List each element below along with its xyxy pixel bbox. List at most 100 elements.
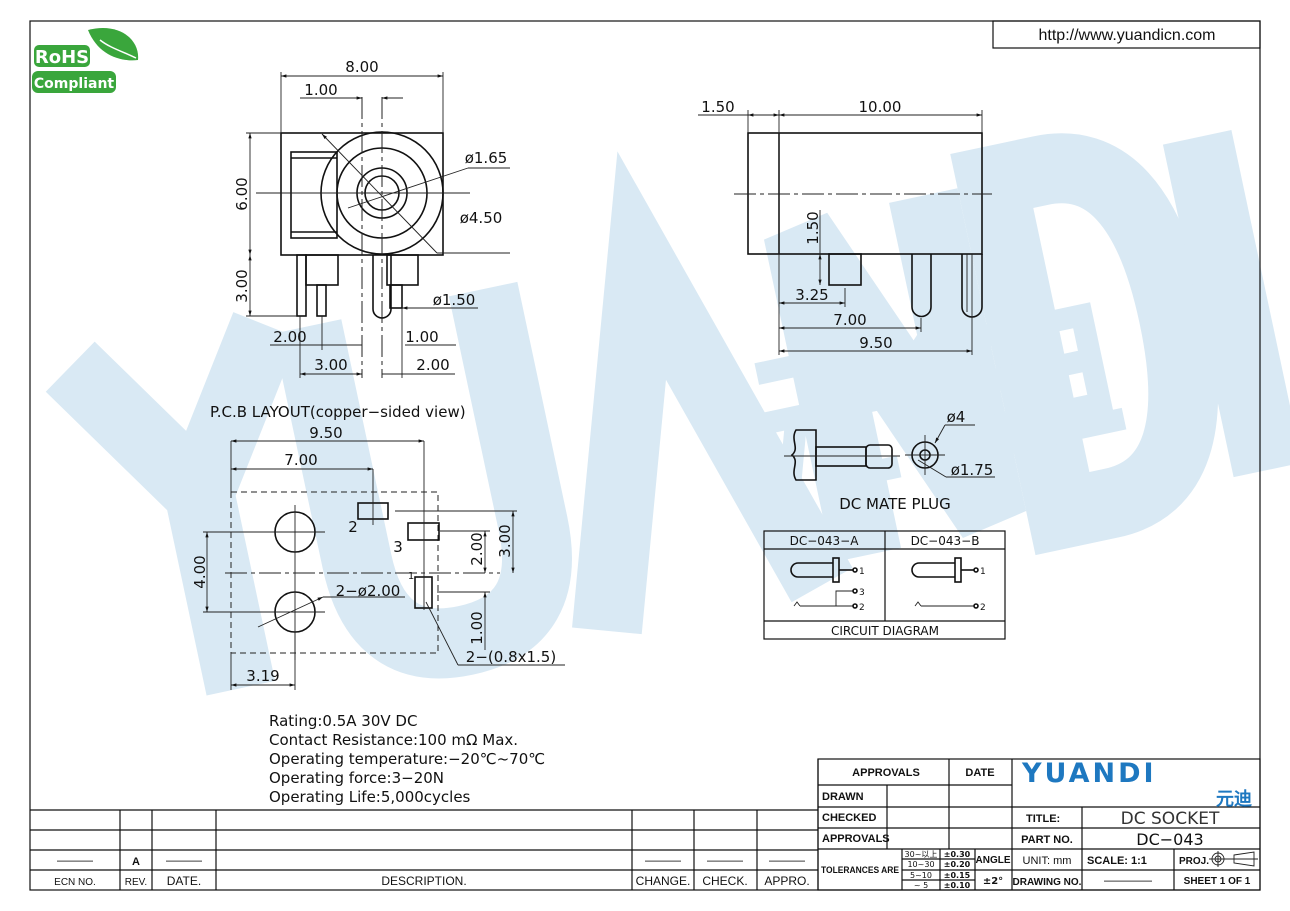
title-block-part-label: DC−043 — [1136, 830, 1203, 849]
title-block-tol-rows-2-1-label: ±0.15 — [944, 871, 971, 880]
title-block-proj-label: PROJ. — [1179, 856, 1209, 867]
pcb-labels-holes-label: 2−ø2.00 — [336, 582, 401, 600]
front-view-dims-offset-label: 1.00 — [304, 81, 337, 99]
revision-table-headers-4-label: CHANGE. — [636, 874, 691, 888]
title-block-drawn-label: DRAWN — [822, 791, 864, 803]
front-view-dims-b1-label: 2.00 — [273, 328, 306, 346]
front-view: 8.00 1.00 6.00 3.00 ø1.65 ø4.50 ø1.50 2.… — [233, 58, 510, 378]
plug-d-outer-label: ø4 — [947, 408, 966, 426]
title-block-tolerances-label: TOLERANCES ARE — [821, 865, 899, 875]
revision-table-headers-6-label: APPRO. — [764, 874, 809, 888]
circuit-pins-p3-label: 3 — [859, 588, 865, 598]
side-view-dims-front-label: 1.50 — [701, 98, 734, 116]
rect-shape — [296, 254, 307, 317]
title-block-tol-rows-0-1-label: ±0.30 — [944, 850, 971, 859]
brand-logo: YUANDI 元迪 — [1021, 758, 1252, 810]
header-url-label[interactable]: http://www.yuandicn.com — [1039, 27, 1216, 44]
path-shape — [790, 562, 833, 578]
rect-shape — [407, 522, 440, 541]
watermark — [45, 130, 1290, 696]
pcb-dims-x1-label: 3.19 — [246, 667, 279, 685]
circuit-pins-p2-label: 2 — [859, 603, 865, 613]
path-shape — [835, 590, 853, 606]
pcb-dims-h1-label: 4.00 — [191, 555, 209, 588]
title-block-part-label-label: PART NO. — [1021, 834, 1073, 846]
title-block-angle-label: ANGLE — [976, 855, 1011, 866]
watermark-letter-u — [272, 281, 572, 679]
side-view-dims-p3-label: 9.50 — [859, 334, 892, 352]
pcb-dims-h3-label: 2.00 — [468, 532, 486, 565]
title-block-checked-label: CHECKED — [822, 812, 876, 824]
pcb-labels-pads-label: 2−(0.8x1.5) — [466, 648, 556, 666]
circuit-col-b-label: DC−043−B — [911, 534, 980, 548]
title-block-date-label: DATE — [965, 767, 994, 779]
pcb-dims-w2-label: 7.00 — [284, 451, 317, 469]
rect-shape — [828, 253, 862, 286]
revision-table-headers-2-label: DATE. — [167, 874, 201, 888]
title-block-sheet-label: SHEET 1 OF 1 — [1184, 876, 1251, 887]
circle-shape — [973, 603, 979, 609]
pcb-title-label: P.C.B LAYOUT(copper−sided view) — [210, 403, 466, 421]
front-view-dims-d-inner-label: ø1.65 — [465, 149, 508, 167]
revision-table-dash-label: ——— — [645, 853, 681, 867]
circle-shape — [852, 567, 858, 573]
revision-table-headers-0-label: ECN NO. — [54, 877, 96, 888]
front-view-dims-pin-len-label: 3.00 — [233, 269, 251, 302]
title-block-tol-rows-3-0-label: ~ 5 — [914, 881, 928, 890]
path-shape — [886, 759, 1175, 890]
specs-4-label: Operating Life:5,000cycles — [269, 788, 471, 806]
url-box[interactable]: http://www.yuandicn.com — [992, 20, 1261, 49]
front-view-dims-b3-label: 3.00 — [314, 356, 347, 374]
title-block-tol-rows-3-1-label: ±0.10 — [944, 881, 971, 890]
watermark-letter-i — [1162, 130, 1290, 478]
pcb-labels-pin2-label: 2 — [348, 518, 358, 536]
dc-mate-plug: ø4 ø1.75 DC MATE PLUG — [784, 408, 995, 513]
specifications: Rating:0.5A 30V DC Contact Resistance:10… — [269, 712, 545, 806]
circuit-pins-p1-label: 1 — [980, 567, 986, 577]
title-block-tol-rows-0-0-label: 30~以上 — [905, 850, 938, 859]
line-shape — [347, 167, 469, 209]
revision-table-dash-label: ——— — [707, 853, 743, 867]
title-block-drawing-label: ———— — [1104, 873, 1152, 887]
title-block: APPROVALS DATE DRAWN CHECKED APPROVALS T… — [817, 758, 1261, 891]
revision-table-headers-5-label: CHECK. — [702, 874, 747, 888]
path-shape — [99, 39, 137, 59]
side-view-dims-length-label: 10.00 — [859, 98, 902, 116]
watermark-letter-a — [572, 151, 853, 635]
watermark-letter-y — [45, 312, 299, 696]
title-block-tol-rows-1-1-label: ±0.20 — [944, 860, 971, 869]
circle-shape — [973, 567, 979, 573]
circuit-a-symbol: 1 3 2 — [790, 557, 865, 613]
path-shape — [372, 255, 392, 319]
title-block-drawing-label-label: DRAWING NO. — [1013, 877, 1082, 888]
side-view: 1.50 10.00 1.50 3.25 7.00 9.50 — [698, 98, 992, 355]
revision-table-rev-label: A — [132, 856, 140, 868]
rect-shape — [32, 71, 116, 93]
front-view-dims-width-label: 8.00 — [345, 58, 378, 76]
specs-2-label: Operating temperature:−20℃~70℃ — [269, 750, 545, 768]
path-shape — [793, 601, 853, 607]
title-block-title-label-label: TITLE: — [1026, 813, 1060, 825]
rect-shape[interactable] — [992, 20, 1261, 49]
pcb-layout: P.C.B LAYOUT(copper−sided view) 9.50 7.0… — [191, 403, 565, 690]
specs-0-label: Rating:0.5A 30V DC — [269, 712, 417, 730]
line-shape — [257, 596, 324, 628]
circle-shape — [852, 588, 858, 594]
revision-table-headers-1-label: REV. — [125, 877, 147, 888]
path-shape — [901, 849, 1012, 890]
front-view-dims-d-outer-label: ø4.50 — [460, 209, 503, 227]
specs-1-label: Contact Resistance:100 mΩ Max. — [269, 731, 518, 749]
title-block-angle-val-label: ±2° — [983, 876, 1003, 887]
path-shape — [30, 809, 818, 871]
projection-symbol-icon — [1209, 851, 1258, 867]
path-shape — [1233, 851, 1255, 867]
title-block-unit-label: UNIT: mm — [1023, 855, 1072, 867]
rect-shape — [34, 45, 90, 67]
path-shape — [818, 784, 1260, 871]
front-view-dims-height-label: 6.00 — [233, 177, 251, 210]
path-shape — [911, 562, 955, 578]
rect-shape — [389, 284, 403, 309]
rect-shape — [954, 557, 962, 583]
title-block-approvals2-label: APPROVALS — [822, 833, 890, 845]
